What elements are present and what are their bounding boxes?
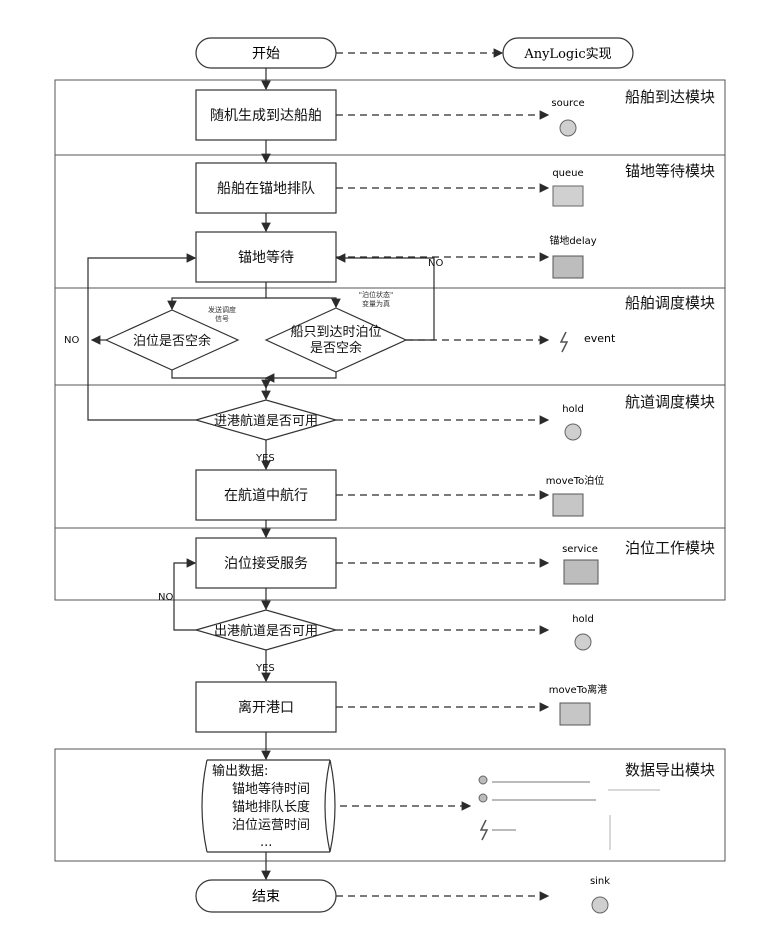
note-berth-state-2: 变量为真 — [362, 299, 390, 308]
anylogic-service: service — [562, 544, 598, 584]
module-title-dispatch: 船舶调度模块 — [625, 294, 715, 312]
hold1-icon — [565, 424, 581, 440]
move1-icon — [553, 494, 583, 516]
decision-arrival-berth — [266, 308, 406, 372]
module-title-anchor: 锚地等待模块 — [625, 162, 715, 180]
source-icon — [560, 120, 576, 136]
decision-berth-free-label: 泊位是否空余 — [133, 333, 211, 349]
arrow-arrivalberth-merge — [266, 372, 336, 378]
process-queue-label: 船舶在锚地排队 — [217, 181, 315, 197]
anylogic-export-block — [479, 776, 660, 850]
event-label: event — [584, 332, 616, 345]
anylogic-hold-2: hold — [572, 614, 594, 650]
process-leave-label: 离开港口 — [238, 699, 294, 716]
hold2-icon — [575, 634, 591, 650]
decision-exit-channel-label: 出港航道是否可用 — [214, 623, 318, 639]
start-label: 开始 — [252, 46, 280, 62]
output-item-2: 锚地排队长度 — [232, 799, 310, 815]
export-lightning-icon — [481, 820, 487, 840]
dataset-icon-1 — [479, 776, 487, 784]
service-label: service — [562, 544, 598, 555]
dataset-icon-2 — [479, 794, 487, 802]
move2-label: moveTo离港 — [549, 683, 607, 696]
anylogic-queue: queue — [552, 168, 583, 206]
label-no-2: NO — [428, 258, 443, 269]
end-label: 结束 — [252, 889, 280, 905]
output-item-1: 锚地等待时间 — [232, 781, 310, 797]
anylogic-move-2: moveTo离港 — [549, 683, 607, 725]
label-no-3: NO — [158, 592, 173, 603]
process-service-label: 泊位接受服务 — [224, 555, 308, 572]
hold2-label: hold — [572, 614, 594, 625]
output-item-3: 泊位运营时间 — [232, 818, 310, 833]
note-berth-state-1: "泊位状态" — [359, 290, 393, 299]
anylogic-sink: sink — [590, 876, 610, 913]
sink-label: sink — [590, 876, 610, 887]
arrow-wait-berthfree — [172, 282, 266, 309]
note-dispatch-signal-1: 发送调度 — [208, 305, 236, 314]
anylogic-label: AnyLogic实现 — [523, 47, 611, 62]
arrow-exit-no-loop — [174, 563, 196, 630]
output-item-4: ... — [260, 835, 272, 850]
lightning-icon — [561, 332, 567, 352]
service-icon — [564, 560, 598, 584]
label-yes-1: YES — [255, 453, 275, 464]
move2-icon — [560, 703, 590, 725]
delay-label: 锚地delay — [549, 234, 596, 247]
module-title-export: 数据导出模块 — [625, 761, 715, 779]
module-title-arrival: 船舶到达模块 — [625, 88, 715, 106]
anylogic-hold-1: hold — [562, 404, 584, 440]
queue-label: queue — [552, 168, 583, 179]
arrow-wait-arrivalberth — [266, 298, 336, 307]
anylogic-delay: 锚地delay — [549, 234, 596, 278]
process-sail-label: 在航道中航行 — [224, 488, 308, 504]
anylogic-event: event — [561, 332, 616, 352]
label-yes-2: YES — [255, 663, 275, 674]
anylogic-source: source — [551, 98, 584, 136]
note-dispatch-signal-2: 信号 — [215, 314, 229, 323]
delay-icon — [553, 256, 583, 278]
module-title-berth: 泊位工作模块 — [625, 539, 715, 557]
anylogic-move-1: moveTo泊位 — [546, 474, 604, 516]
move1-label: moveTo泊位 — [546, 474, 604, 487]
label-no-1: NO — [64, 335, 79, 346]
decision-arrival-berth-label-2: 是否空余 — [310, 340, 362, 356]
process-wait-label: 锚地等待 — [238, 249, 294, 266]
sink-icon — [592, 897, 608, 913]
output-title: 输出数据: — [212, 763, 268, 779]
process-generate-label: 随机生成到达船舶 — [210, 108, 322, 124]
source-label: source — [551, 98, 584, 109]
decision-enter-channel-label: 进港航道是否可用 — [214, 413, 318, 429]
module-title-channel: 航道调度模块 — [625, 393, 715, 411]
queue-icon — [553, 186, 583, 206]
hold1-label: hold — [562, 404, 584, 415]
decision-arrival-berth-label-1: 船只到达时泊位 — [290, 325, 381, 340]
